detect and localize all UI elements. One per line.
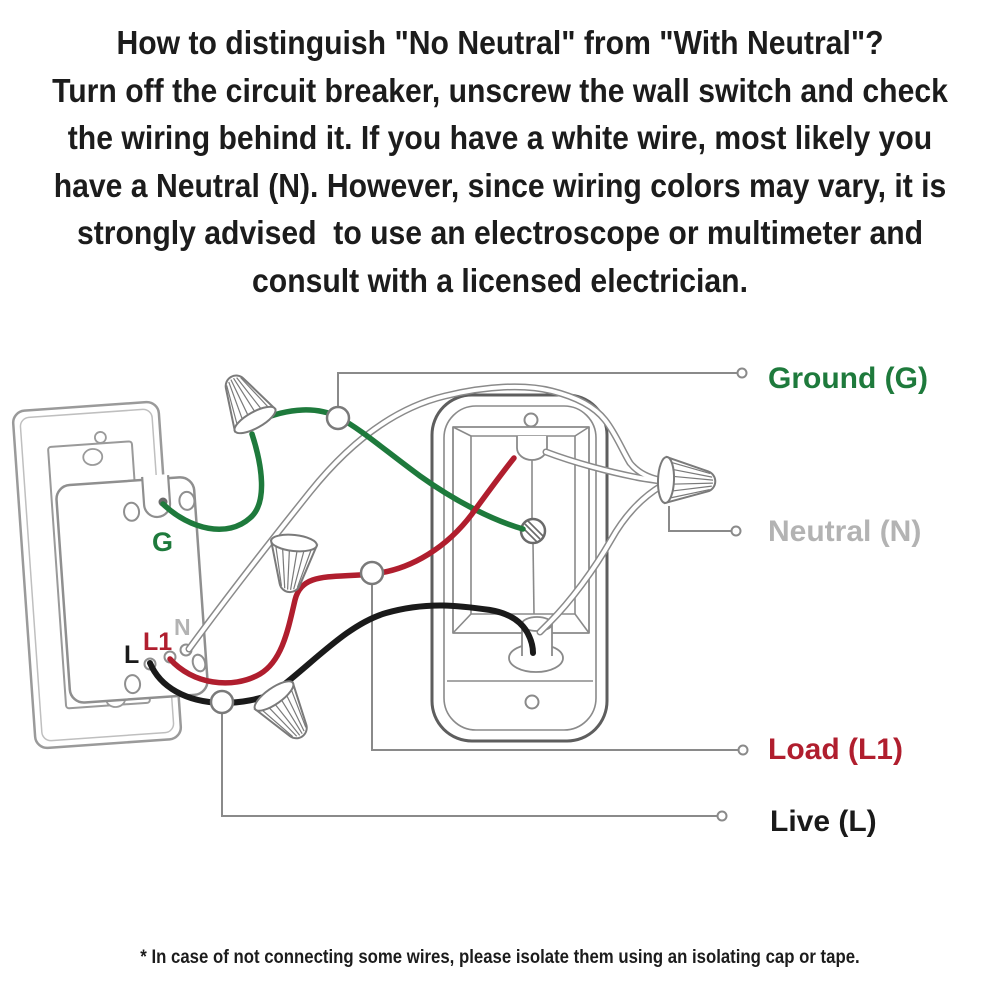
header-line-5: strongly advised to use an electroscope …: [76, 215, 924, 252]
neutral-leader-line: [668, 506, 731, 532]
load-leader-line: [371, 584, 738, 751]
switch-top-notch: [141, 475, 172, 519]
load-junction-dot: [359, 560, 385, 586]
live-leader-line: [221, 713, 717, 817]
leader-end-markers: [716, 367, 749, 822]
load-wire-label: Load (L1): [768, 733, 903, 766]
box-center-screw: [519, 517, 547, 545]
live-wire-label: Live (L): [770, 805, 877, 838]
wire-load: [167, 455, 517, 686]
electrical-box: [430, 393, 609, 743]
ground-wire-nut: [209, 364, 280, 440]
box-screw-hole-top: [523, 412, 539, 428]
neutral-wire-nut: [656, 455, 718, 506]
header-line-3: the wiring behind it. If you have a whit…: [67, 120, 933, 157]
ground-leader-line: [337, 372, 737, 407]
label-leader-lines: [221, 372, 738, 817]
header-text: How to distinguish "No Neutral" from "Wi…: [50, 20, 950, 305]
ground-junction-dot: [325, 405, 351, 431]
live-wire-nut: [249, 675, 323, 751]
switch-terminal-label-l: L: [124, 641, 140, 669]
live-junction-dot: [209, 689, 235, 715]
footnote-text: * In case of not connecting some wires, …: [140, 946, 860, 968]
box-cable-port: [508, 616, 564, 673]
header-line-6: consult with a licensed electrician.: [252, 262, 748, 300]
junction-dots: [209, 405, 385, 715]
header-line-4: have a Neutral (N). However, since wirin…: [53, 167, 947, 205]
switch-terminal-label-g: G: [152, 527, 174, 557]
switch-module: [55, 474, 209, 704]
wire-neutral: [185, 383, 665, 653]
box-screw-hole-bottom: [524, 694, 540, 710]
switch-terminal-label-l1: L1: [143, 628, 173, 656]
switch-terminal-label-n: N: [174, 614, 191, 640]
header-line-2: Turn off the circuit breaker, unscrew th…: [52, 72, 948, 110]
load-wire-nut: [264, 531, 319, 596]
plate-screw-hole-top: [94, 431, 107, 444]
header-line-1: How to distinguish "No Neutral" from "Wi…: [116, 25, 884, 62]
box-center-terminal: [516, 436, 548, 461]
ground-wire-label: Ground (G): [768, 362, 928, 395]
neutral-wire-label: Neutral (N): [768, 515, 922, 548]
